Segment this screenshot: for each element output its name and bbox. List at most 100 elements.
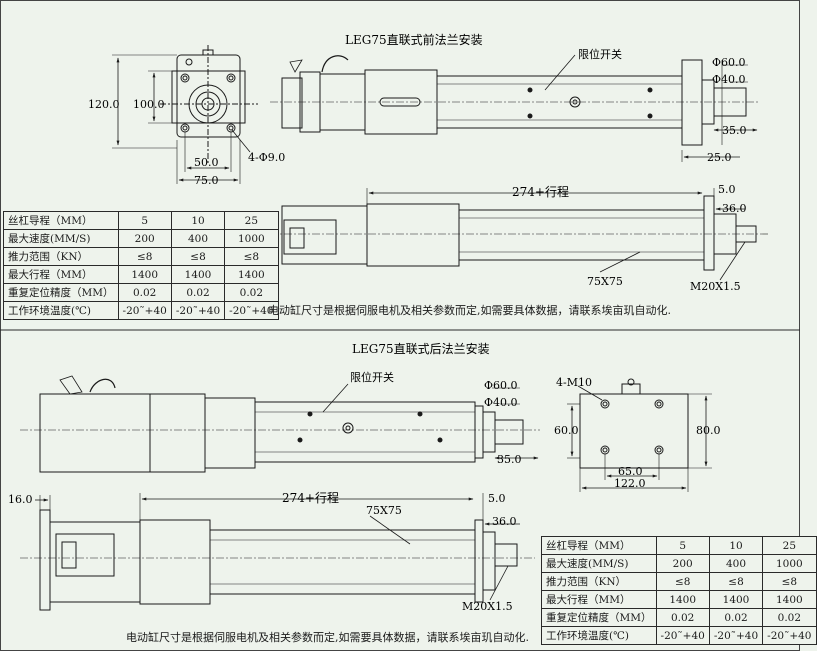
table-cell: -20˜+40 (655, 626, 710, 645)
front-flange-hole-label: 4-Φ9.0 (248, 151, 285, 164)
table-row: 推力范围（KN）≤8≤8≤8 (541, 572, 817, 591)
table-cell: 0.02 (708, 608, 764, 627)
top-flange-thickness: 25.0 (707, 151, 732, 164)
top-rod-length: 36.0 (722, 202, 747, 215)
table-cell: 1400 (655, 590, 710, 609)
top-stroke-dim: 274+行程 (512, 184, 569, 199)
top-end-gap: 5.0 (718, 183, 736, 196)
bottom-note: 电动缸尺寸是根据伺服电机及相关参数而定,如需要具体数据，请联系埃亩玑自动化. (126, 631, 529, 644)
drawing-sheet: LEG75直联式前法兰安装 120.0 100.0 50. (0, 0, 800, 651)
table-cell: 0.02 (170, 283, 226, 302)
bottom-rod-length: 36.0 (492, 515, 517, 528)
table-cell-label: 丝杠导程（MM） (3, 211, 119, 230)
front-bottom-view (270, 188, 770, 281)
bottom-offset: 16.0 (8, 493, 33, 506)
table-cell: 200 (655, 554, 710, 573)
table-cell-label: 丝杠导程（MM） (541, 536, 657, 555)
table-cell: -20˜+40 (224, 301, 279, 320)
rear-side-view (20, 375, 540, 473)
bottom-title: LEG75直联式后法兰安装 (352, 341, 490, 356)
table-cell: 0.02 (762, 608, 817, 627)
table-cell: 400 (708, 554, 764, 573)
table-cell: 0.02 (224, 283, 279, 302)
bottom-profile-size: 75X75 (366, 504, 402, 517)
table-row: 工作环境温度(℃)-20˜+40-20˜+40-20˜+40 (3, 301, 279, 320)
top-thread-size: M20X1.5 (690, 280, 741, 293)
table-cell: 1400 (708, 590, 764, 609)
front-flange-width: 75.0 (194, 174, 219, 187)
table-cell-label: 最大行程（MM） (541, 590, 657, 609)
table-cell: 1400 (170, 265, 226, 284)
table-cell-label: 推力范围（KN） (3, 247, 119, 266)
table-cell-label: 最大行程（MM） (3, 265, 119, 284)
table-cell: ≤8 (170, 247, 226, 266)
table-cell: 10 (708, 536, 764, 555)
table-cell: -20˜+40 (170, 301, 226, 320)
table-cell: ≤8 (117, 247, 172, 266)
front-flange-height-inner: 100.0 (133, 98, 165, 111)
table-cell: 1000 (762, 554, 817, 573)
rear-flange-view (567, 378, 712, 492)
rear-flange-hole-label: 4-M10 (556, 376, 592, 389)
bottom-limit-switch-label: 限位开关 (350, 370, 394, 384)
table-cell: 1400 (762, 590, 817, 609)
table-cell: 0.02 (117, 283, 172, 302)
table-cell-label: 工作环境温度(℃) (3, 301, 119, 320)
table-cell: ≤8 (762, 572, 817, 591)
table-cell: ≤8 (655, 572, 710, 591)
table-cell: 1000 (224, 229, 279, 248)
top-note: 电动缸尺寸是根据伺服电机及相关参数而定,如需要具体数据，请联系埃亩玑自动化. (268, 304, 671, 317)
table-cell: 0.02 (655, 608, 710, 627)
rear-flange-height-outer: 80.0 (696, 424, 721, 437)
rear-flange-height-inner: 60.0 (554, 424, 579, 437)
table-cell: 5 (117, 211, 172, 230)
table-cell-label: 最大速度(MM/S) (541, 554, 657, 573)
table-row: 工作环境温度(℃)-20˜+40-20˜+40-20˜+40 (541, 626, 817, 645)
table-cell: 10 (170, 211, 226, 230)
top-profile-size: 75X75 (587, 275, 623, 288)
bottom-dia-inner: Φ40.0 (484, 396, 518, 409)
table-cell-label: 重复定位精度（MM） (541, 608, 657, 627)
table-cell: -20˜+40 (117, 301, 172, 320)
rear-flange-width: 122.0 (614, 477, 646, 490)
top-dia-outer: Φ60.0 (712, 56, 746, 69)
front-side-view (270, 54, 760, 162)
bottom-thread-size: M20X1.5 (462, 600, 513, 613)
front-flange-height-outer: 120.0 (88, 98, 120, 111)
table-cell: 400 (170, 229, 226, 248)
table-cell: 5 (655, 536, 710, 555)
front-flange-view (112, 45, 258, 184)
bottom-end-gap: 5.0 (488, 492, 506, 505)
table-cell: 1400 (224, 265, 279, 284)
top-title: LEG75直联式前法兰安装 (345, 32, 483, 47)
bottom-stroke-dim: 274+行程 (282, 490, 339, 505)
table-cell-label: 重复定位精度（MM） (3, 283, 119, 302)
table-cell: 25 (224, 211, 279, 230)
bottom-dia-outer: Φ60.0 (484, 379, 518, 392)
table-row: 推力范围（KN）≤8≤8≤8 (3, 247, 279, 266)
table-cell: ≤8 (224, 247, 279, 266)
table-cell: -20˜+40 (762, 626, 817, 645)
rear-bottom-view (20, 493, 535, 611)
rear-flange-hole-spacing: 65.0 (618, 465, 643, 478)
top-limit-switch-label: 限位开关 (578, 47, 622, 61)
front-flange-hole-spacing: 50.0 (194, 156, 219, 169)
table-cell: 1400 (117, 265, 172, 284)
top-shaft-length: 35.0 (722, 124, 747, 137)
table-cell: 200 (117, 229, 172, 248)
table-cell: 25 (762, 536, 817, 555)
table-cell-label: 最大速度(MM/S) (3, 229, 119, 248)
bottom-shaft-length: 35.0 (497, 453, 522, 466)
table-cell: -20˜+40 (708, 626, 764, 645)
